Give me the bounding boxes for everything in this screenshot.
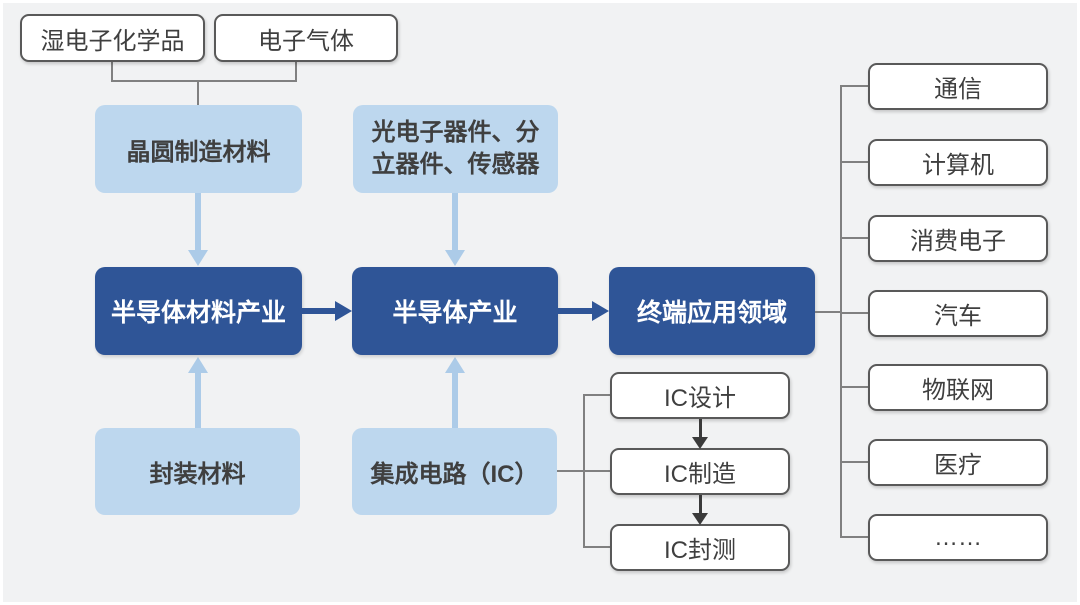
node-optoelectronic-discrete-sensors: 光电子器件、分 立器件、传感器 xyxy=(353,105,558,193)
node-label: 集成电路（IC） xyxy=(370,461,539,488)
node-app-iot: 物联网 xyxy=(868,364,1048,411)
node-label: 通信 xyxy=(934,76,982,103)
node-label: 封装材料 xyxy=(149,461,246,488)
node-app-communication: 通信 xyxy=(868,63,1048,110)
node-label: IC设计 xyxy=(664,385,736,412)
arrow-opto-to-semiconductor-stem xyxy=(452,193,458,252)
node-label: 汽车 xyxy=(934,303,982,330)
connector-app-stub-others xyxy=(840,536,868,538)
arrow-mfg-to-packaging-stem xyxy=(699,495,702,515)
node-ic-design: IC设计 xyxy=(610,372,790,419)
arrow-right-icon xyxy=(592,301,609,321)
node-label: 电子气体 xyxy=(258,27,354,55)
node-electronic-gases: 电子气体 xyxy=(214,14,398,62)
arrow-up-icon xyxy=(445,357,465,373)
connector-app-stub-iot xyxy=(840,386,868,388)
arrow-down-icon xyxy=(692,513,708,525)
node-label: 计算机 xyxy=(922,152,994,179)
node-label: IC封测 xyxy=(664,537,736,564)
connector-ic-design-stub xyxy=(583,394,610,396)
node-semiconductor-industry: 半导体产业 xyxy=(352,267,558,355)
arrow-down-icon xyxy=(188,250,208,266)
node-semiconductor-materials-industry: 半导体材料产业 xyxy=(95,267,302,355)
arrow-up-icon xyxy=(188,357,208,373)
arrow-industry-to-terminal-stem xyxy=(558,308,594,314)
node-wafer-manufacturing-materials: 晶圆制造材料 xyxy=(95,105,302,193)
node-app-computer: 计算机 xyxy=(868,139,1048,186)
connector-app-stub-communication xyxy=(840,85,868,87)
node-ic-manufacturing: IC制造 xyxy=(610,448,790,495)
node-label: 半导体产业 xyxy=(392,299,518,327)
node-label: 湿电子化学品 xyxy=(40,27,185,55)
connector-ic-vertical xyxy=(583,394,585,548)
node-label: 消费电子 xyxy=(910,228,1006,255)
node-packaging-materials: 封装材料 xyxy=(95,428,300,515)
arrow-down-icon xyxy=(445,250,465,266)
node-label: 物联网 xyxy=(922,377,994,404)
node-ic-packaging-testing: IC封测 xyxy=(610,524,790,571)
node-label: 终端应用领域 xyxy=(636,299,787,327)
arrow-wafer-to-materials-stem xyxy=(195,193,201,252)
arrow-materials-to-industry-stem xyxy=(302,308,337,314)
connector-ic-packaging-stub xyxy=(583,546,610,548)
arrow-right-icon xyxy=(335,301,352,321)
arrow-ic-to-semiconductor-stem xyxy=(452,371,458,428)
node-app-others: …… xyxy=(868,514,1048,561)
node-label: 半导体材料产业 xyxy=(110,299,286,327)
node-terminal-application-field: 终端应用领域 xyxy=(609,267,815,355)
node-label: 晶圆制造材料 xyxy=(126,138,271,166)
node-app-automotive: 汽车 xyxy=(868,290,1048,337)
connector-app-stub-computer xyxy=(840,161,868,163)
connector-apps-vertical xyxy=(840,85,842,538)
node-label: 医疗 xyxy=(934,452,982,479)
arrow-design-to-mfg-stem xyxy=(699,419,702,439)
connector-wet-chem-stub xyxy=(111,62,113,82)
connector-gas-stub xyxy=(295,62,297,82)
node-label: IC制造 xyxy=(664,461,736,488)
connector-top-center-stub xyxy=(197,80,199,105)
node-label: 光电子器件、分 立器件、传感器 xyxy=(371,118,540,178)
connector-top-horizontal xyxy=(111,80,297,82)
node-wet-electronic-chemicals: 湿电子化学品 xyxy=(20,14,205,62)
connector-app-stub-consumer xyxy=(840,237,868,239)
arrow-packaging-to-materials-stem xyxy=(195,371,201,428)
arrow-down-icon xyxy=(692,437,708,449)
connector-app-stub-medical xyxy=(840,461,868,463)
node-app-consumer-electronics: 消费电子 xyxy=(868,215,1048,262)
node-integrated-circuit: 集成电路（IC） xyxy=(352,428,557,515)
node-label: …… xyxy=(934,523,982,551)
node-app-medical: 医疗 xyxy=(868,439,1048,486)
connector-app-stub-automotive xyxy=(840,312,868,314)
connector-terminal-stub xyxy=(815,311,841,313)
